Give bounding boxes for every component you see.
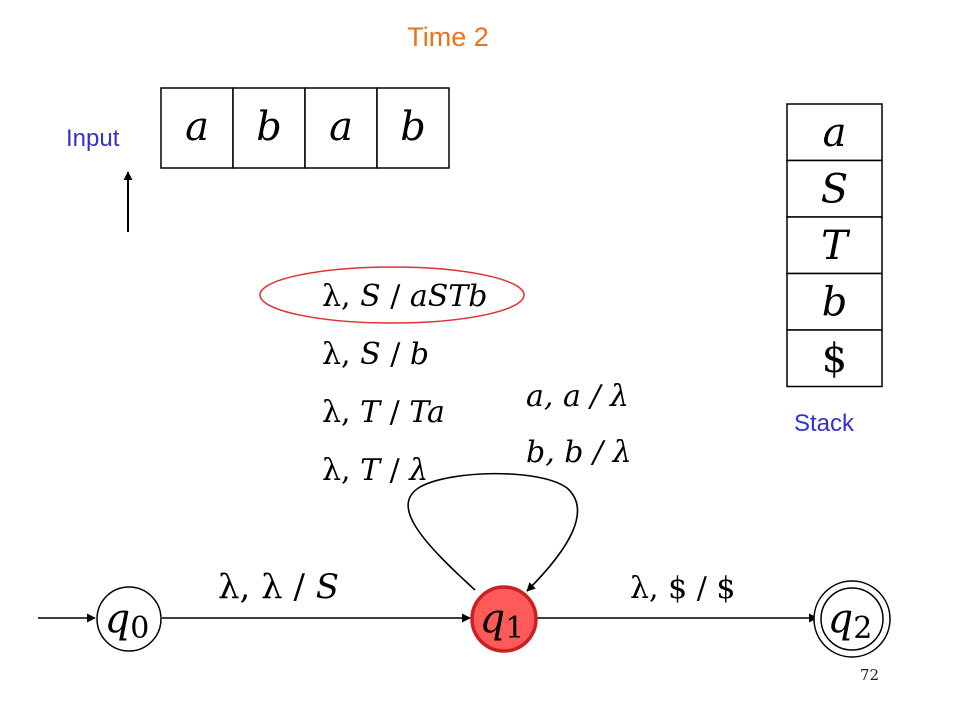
rule: λ, T / λ [322,453,428,488]
stack-cell [786,272,883,331]
stack: aSTb $ [786,103,883,388]
tape-cell [376,87,450,169]
tape-symbol: a [185,104,209,150]
state-circle [96,586,162,652]
state-label: q1 [480,596,525,646]
highlight-ellipse [259,266,525,324]
stack-cell [786,216,883,275]
rule: λ, S / b [322,337,429,372]
loop-label: a, a / λ [526,379,629,414]
stack-symbol: a [823,110,847,156]
rule-highlighted: λ, S / aSTb [322,279,488,314]
rule: λ, T / Ta [322,395,445,430]
page-number: 72 [860,666,879,684]
stack-symbol: $ [822,336,847,382]
state-circle [820,587,884,651]
stack-cell [786,159,883,218]
stack-symbol: T [821,223,851,269]
slide-title: Time 2 [407,22,489,52]
tape-cell [232,87,306,169]
tape-symbol: a [329,104,353,150]
stack-label: Stack [794,410,855,437]
loop-label: b, b / λ [526,435,632,470]
states: q0 q1 q2 [96,580,891,658]
stack-symbol: S [821,167,848,213]
edge-q0-q1-label: λ, λ / S [218,567,339,607]
tape-cell [304,87,378,169]
state-circle [470,585,538,653]
stack-symbol: b [822,280,848,326]
state-q2: q2 [813,580,891,658]
state-q1: q1 [470,585,538,653]
tape-symbol: b [256,104,282,150]
state-label: q2 [828,596,873,646]
self-loop-arrow [407,472,579,592]
stack-cell [786,103,883,162]
tape-symbol: b [400,104,426,150]
state-q0: q0 [96,586,162,652]
input-label: Input [66,125,120,152]
loop-labels: a, a / λ b, b / λ [526,379,632,470]
edge-q1-q2-label: λ, $ / $ [630,571,735,606]
transition-rules: λ, S / aSTb λ, S / b λ, T / Ta λ, T / λ [322,279,488,488]
state-label: q0 [105,596,150,646]
stack-cell [786,329,883,388]
